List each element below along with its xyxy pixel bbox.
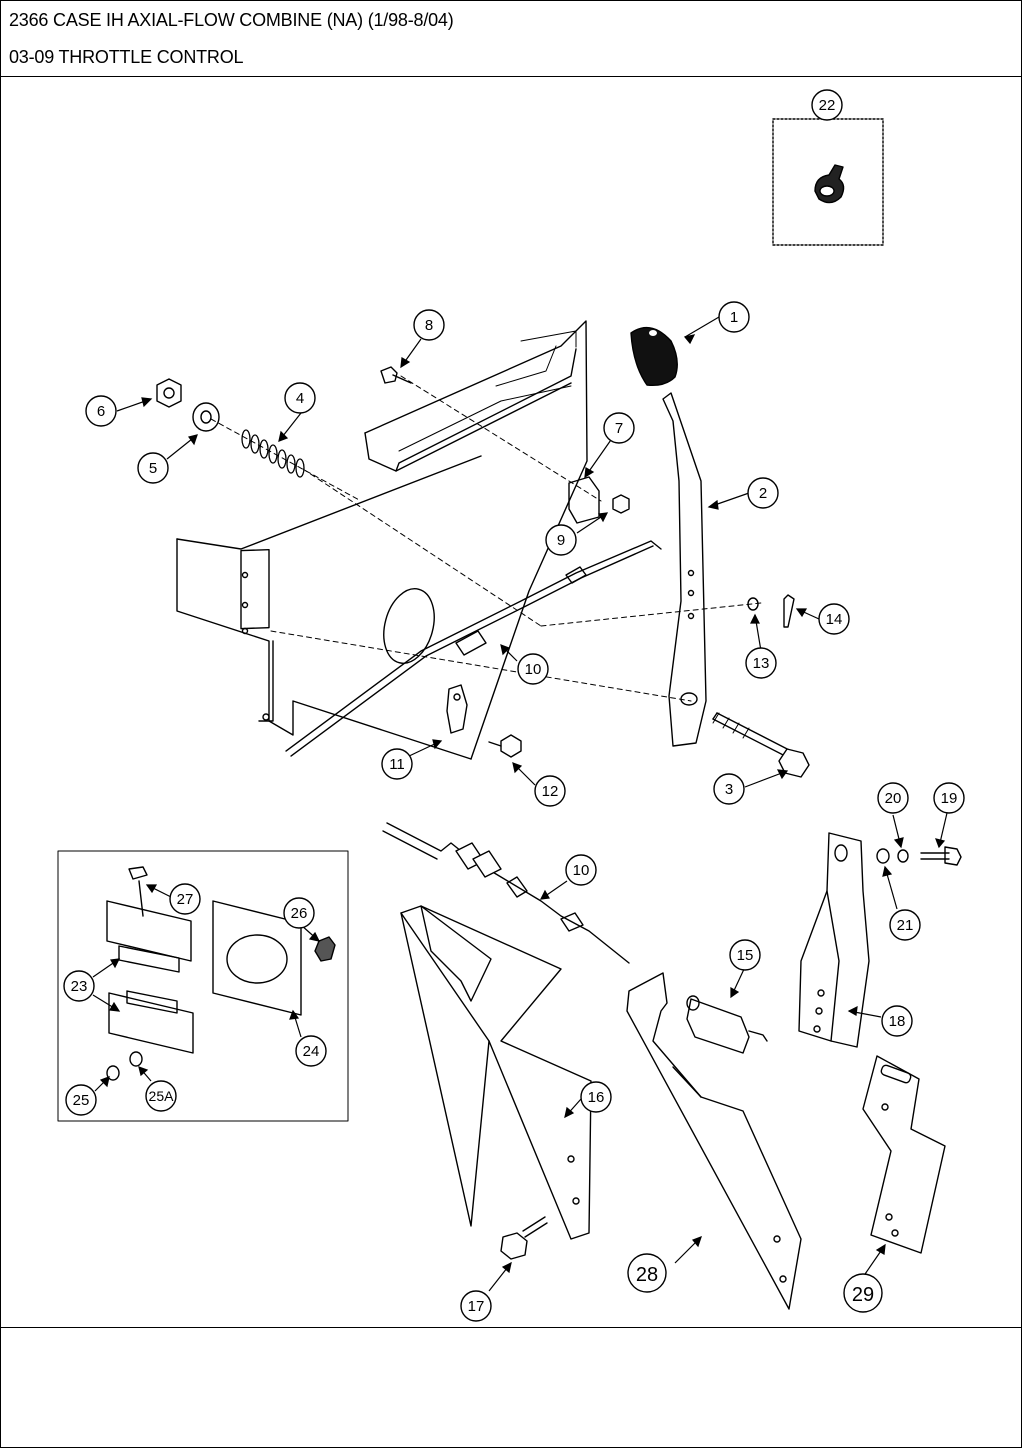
callout-13 — [745, 647, 777, 679]
callout-25A — [145, 1080, 177, 1112]
callout-7-label: 7 — [615, 420, 623, 437]
callout-24-label: 24 — [303, 1043, 320, 1060]
nut-6 — [156, 378, 182, 408]
callout-2 — [747, 477, 779, 509]
callout-4 — [284, 382, 316, 414]
callout-20 — [877, 782, 909, 814]
cylinder-15 — [686, 998, 750, 1054]
section-title: 03-09 THROTTLE CONTROL — [1, 39, 1021, 77]
callout-22-label: 22 — [819, 97, 836, 114]
bolt-17 — [500, 1216, 548, 1260]
callout-5 — [137, 452, 169, 484]
washer-20 — [897, 849, 909, 863]
callout-3-label: 3 — [725, 781, 733, 798]
callout-21-label: 21 — [897, 917, 914, 934]
callout-11 — [381, 748, 413, 780]
bracket-7 — [568, 476, 600, 524]
callout-1-label: 1 — [730, 309, 738, 326]
callout-26-label: 26 — [291, 905, 308, 922]
callout-11-label: 11 — [389, 756, 405, 773]
callout-28-label: 28 — [636, 1264, 658, 1286]
callout-14-label: 14 — [826, 611, 843, 628]
throttle-cable-10-upper — [285, 540, 662, 757]
callout-12-label: 12 — [542, 783, 559, 800]
callout-22 — [811, 89, 843, 121]
nut-9 — [612, 494, 630, 514]
callout-25A-label: 25A — [149, 1088, 175, 1104]
callout-25-label: 25 — [73, 1092, 90, 1109]
callout-29 — [843, 1273, 883, 1313]
washer-13 — [747, 597, 759, 611]
callout-10b-label: 10 — [573, 862, 590, 879]
bracket-29 — [862, 1055, 946, 1254]
callout-26 — [283, 897, 315, 929]
inset-box-23-27 — [57, 850, 349, 1122]
washer-5 — [192, 402, 220, 432]
callout-18-label: 18 — [889, 1013, 906, 1030]
bolt-3 — [712, 712, 810, 778]
callout-15 — [729, 939, 761, 971]
exploded-parts-diagram: 1 2 3 4 5 6 7 8 9 10 10 11 12 13 14 15 1… — [57, 89, 965, 1322]
callout-9 — [545, 524, 577, 556]
callout-19 — [933, 782, 965, 814]
callout-19-label: 19 — [941, 790, 958, 807]
inset-box-22 — [772, 118, 884, 246]
throttle-lever-2 — [662, 392, 707, 747]
callout-17-label: 17 — [468, 1298, 485, 1315]
callout-10a-label: 10 — [525, 661, 542, 678]
callout-25 — [65, 1084, 97, 1116]
callout-16-label: 16 — [588, 1089, 605, 1106]
callout-21 — [889, 909, 921, 941]
callout-23-label: 23 — [71, 978, 88, 995]
callout-20-label: 20 — [885, 790, 902, 807]
callout-6-label: 6 — [97, 403, 105, 420]
callout-13-label: 13 — [753, 655, 770, 672]
spring-4 — [241, 429, 305, 478]
callout-27 — [169, 883, 201, 915]
clamp-11 — [446, 684, 468, 734]
callout-16 — [580, 1081, 612, 1113]
callout-18 — [881, 1005, 913, 1037]
cotter-pin-14 — [783, 594, 795, 628]
throttle-friction-assembly — [106, 866, 336, 1081]
callout-4-label: 4 — [296, 390, 304, 407]
callout-8-label: 8 — [425, 317, 433, 334]
callouts — [63, 89, 965, 1322]
callout-10a — [517, 653, 549, 685]
screw-12 — [500, 734, 522, 758]
model-title: 2366 CASE IH AXIAL-FLOW COMBINE (NA) (1/… — [9, 9, 454, 30]
callout-28 — [627, 1253, 667, 1293]
callout-7 — [603, 412, 635, 444]
callout-3 — [713, 773, 745, 805]
callout-12 — [534, 775, 566, 807]
callout-29-label: 29 — [852, 1284, 874, 1306]
cable-clamp-22 — [814, 164, 845, 204]
callout-23 — [63, 970, 95, 1002]
knob-1 — [630, 326, 678, 387]
callout-27-label: 27 — [177, 891, 194, 908]
bracket-18 — [826, 832, 870, 1048]
callout-6 — [85, 395, 117, 427]
callout-10b — [565, 854, 597, 886]
throttle-cable-10-lower — [382, 822, 630, 964]
mounting-bracket-16 — [400, 905, 592, 1240]
console-plate — [176, 320, 588, 760]
callout-24 — [295, 1035, 327, 1067]
callout-14 — [818, 603, 850, 635]
callout-17 — [460, 1290, 492, 1322]
callout-2-label: 2 — [759, 485, 767, 502]
callout-1 — [718, 301, 750, 333]
footer-divider — [1, 1327, 1021, 1328]
callout-8 — [413, 309, 445, 341]
washer-21 — [876, 848, 890, 864]
callout-9-label: 9 — [557, 532, 565, 549]
callout-5-label: 5 — [149, 460, 157, 477]
callout-15-label: 15 — [737, 947, 754, 964]
